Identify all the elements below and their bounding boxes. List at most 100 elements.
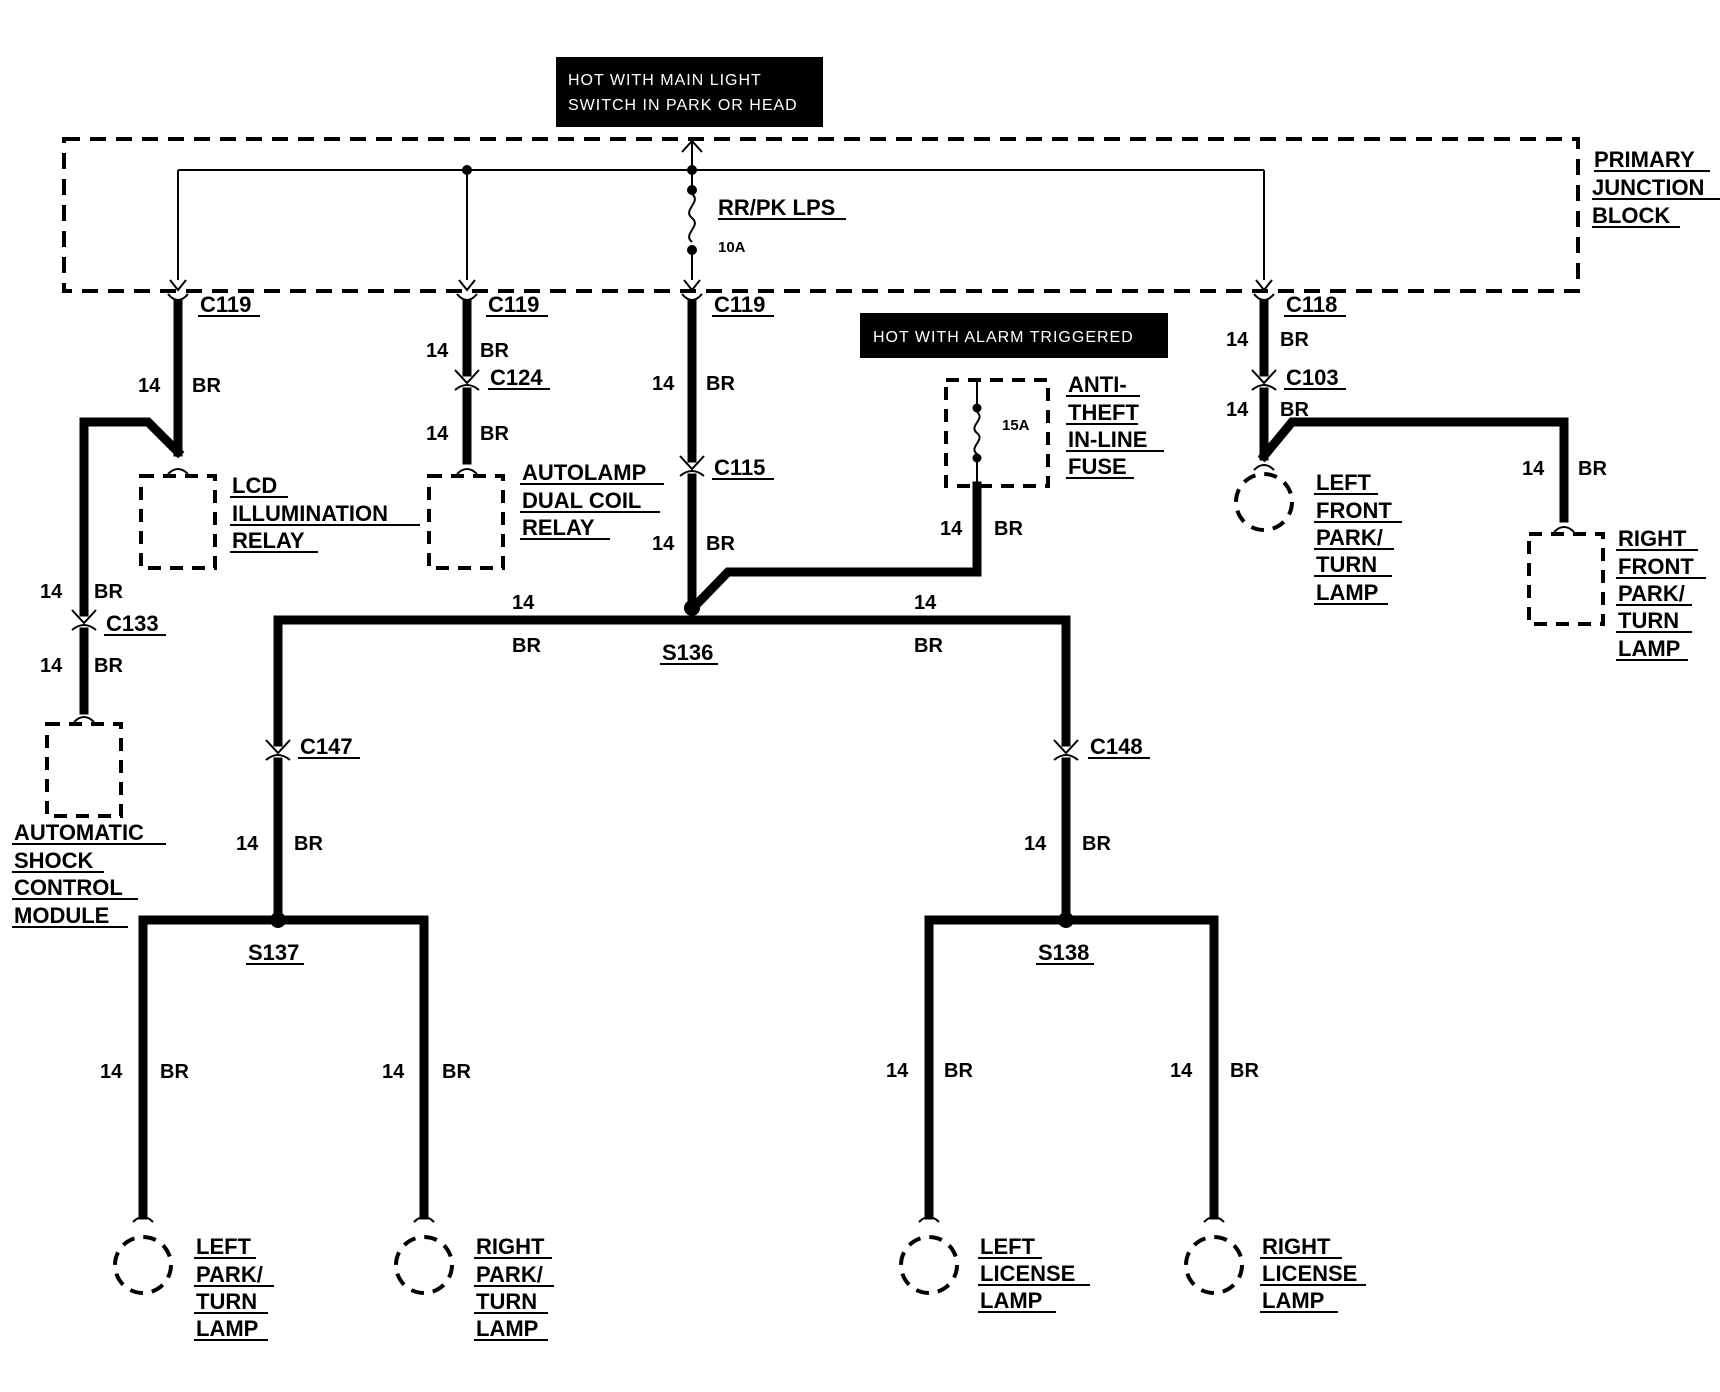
gauge-label: 14 — [652, 533, 675, 555]
connector-c119-lcd: C119 — [200, 292, 251, 317]
alarm-note-text: HOT WITH ALARM TRIGGERED — [873, 329, 1134, 346]
gauge-label: 14 — [236, 833, 259, 855]
shock-module-label-line-1: AUTOMATIC — [14, 820, 144, 845]
connector-c103: C103 — [1286, 365, 1339, 390]
pjb-label-line-1: PRIMARY — [1594, 147, 1695, 172]
splice-s136-dot — [684, 600, 700, 616]
left-front-lamp-label-line-3: PARK/ — [1316, 525, 1383, 550]
connector-c115: C115 — [714, 455, 765, 480]
autolamp-dual-coil-relay: AUTOLAMP DUAL COIL RELAY — [427, 460, 664, 570]
right-front-lamp-label-line-3: PARK/ — [1618, 581, 1685, 606]
color-label: BR — [1280, 399, 1309, 421]
autolamp-label-line-2: DUAL COIL — [522, 488, 641, 513]
inline-fuse-rating: 15A — [1002, 417, 1030, 434]
splice-s138-dot — [1058, 912, 1074, 928]
color-label: BR — [914, 635, 943, 657]
connector-c119-center: C119 — [714, 292, 765, 317]
internal-fuse-rating: 10A — [718, 239, 746, 256]
connector-c133: C133 — [106, 611, 159, 636]
color-label: BR — [94, 655, 123, 677]
left-license-lamp: LEFT LICENSE LAMP — [899, 1216, 1090, 1313]
inline-fuse-label: ANTI- THEFT IN-LINE FUSE — [1066, 372, 1164, 479]
left-license-lamp-label-line-1: LEFT — [980, 1234, 1036, 1259]
alarm-hot-note: HOT WITH ALARM TRIGGERED — [860, 313, 1168, 358]
inline-fuse-label-line-3: IN-LINE — [1068, 427, 1147, 452]
gauge-label: 14 — [382, 1061, 405, 1083]
shock-module-label-line-2: SHOCK — [14, 848, 94, 873]
splice-s137-dot — [270, 912, 286, 928]
anti-theft-inline-fuse — [944, 378, 1050, 488]
right-park-lamp-label-line-4: LAMP — [476, 1316, 538, 1341]
gauge-label: 14 — [1522, 458, 1545, 480]
right-park-turn-lamp: RIGHT PARK/ TURN LAMP — [394, 1216, 554, 1341]
right-license-lamp: RIGHT LICENSE LAMP — [1184, 1216, 1366, 1313]
internal-circuit-label: RR/PK LPS — [718, 195, 835, 220]
lcd-relay-label-line-3: RELAY — [232, 528, 305, 553]
color-label: BR — [512, 635, 541, 657]
color-label: BR — [1280, 329, 1309, 351]
lcd-relay-label-line-1: LCD — [232, 473, 277, 498]
gauge-label: 14 — [100, 1061, 123, 1083]
gauge-label: 14 — [886, 1060, 909, 1082]
right-park-lamp-label-line-3: TURN — [476, 1289, 537, 1314]
color-label: BR — [480, 340, 509, 362]
main-light-hot-note: HOT WITH MAIN LIGHT SWITCH IN PARK OR HE… — [556, 57, 823, 127]
gauge-label: 14 — [138, 375, 161, 397]
splice-labels: S136 S137 S138 — [246, 640, 1094, 965]
gauge-label: 14 — [914, 592, 937, 614]
left-park-turn-lamp: LEFT PARK/ TURN LAMP — [113, 1216, 274, 1341]
color-label: BR — [160, 1061, 189, 1083]
color-label: BR — [1230, 1060, 1259, 1082]
shock-module-label-line-4: MODULE — [14, 903, 109, 928]
splice-s138-label: S138 — [1038, 940, 1089, 965]
right-front-lamp-label-line-2: FRONT — [1618, 554, 1694, 579]
color-label: BR — [480, 423, 509, 445]
connector-c118: C118 — [1286, 292, 1337, 317]
gauge-label: 14 — [1226, 329, 1249, 351]
gauge-label: 14 — [1226, 399, 1249, 421]
gauge-label: 14 — [426, 340, 449, 362]
wire-gauge-color-labels: 14 BR 14 BR 14 BR 14 BR 14 BR 14 BR 14 B… — [40, 329, 1607, 1083]
gauge-label: 14 — [652, 373, 675, 395]
gauge-label: 14 — [426, 423, 449, 445]
connector-c147: C147 — [300, 734, 353, 759]
gauge-label: 14 — [40, 581, 63, 603]
connector-c124: C124 — [490, 365, 543, 390]
left-license-lamp-label-line-2: LICENSE — [980, 1261, 1075, 1286]
left-park-lamp-label-line-3: TURN — [196, 1289, 257, 1314]
right-license-lamp-label-line-1: RIGHT — [1262, 1234, 1331, 1259]
left-front-park-turn-lamp: LEFT FRONT PARK/ TURN LAMP — [1234, 464, 1402, 605]
splice-s136-label: S136 — [662, 640, 713, 665]
gauge-label: 14 — [1024, 833, 1047, 855]
left-park-lamp-label-line-4: LAMP — [196, 1316, 258, 1341]
right-license-lamp-label-line-2: LICENSE — [1262, 1261, 1357, 1286]
right-front-lamp-label-line-1: RIGHT — [1618, 526, 1687, 551]
connector-symbols — [71, 293, 1277, 761]
inline-fuse-label-line-2: THEFT — [1068, 400, 1139, 425]
left-park-lamp-label-line-2: PARK/ — [196, 1262, 263, 1287]
lcd-relay-label-line-2: ILLUMINATION — [232, 501, 388, 526]
automatic-shock-control-module: AUTOMATIC SHOCK CONTROL MODULE — [12, 716, 166, 928]
left-front-lamp-label-line-2: FRONT — [1316, 498, 1392, 523]
wires — [79, 299, 1569, 1220]
autolamp-label-line-3: RELAY — [522, 515, 595, 540]
gauge-label: 14 — [512, 592, 535, 614]
primary-junction-block-outline — [62, 137, 1580, 293]
color-label: BR — [944, 1060, 973, 1082]
internal-bus — [169, 139, 1273, 292]
left-park-lamp-label-line-1: LEFT — [196, 1234, 252, 1259]
right-front-lamp-label-line-4: TURN — [1618, 608, 1679, 633]
left-front-lamp-label-line-4: TURN — [1316, 552, 1377, 577]
pjb-label-line-3: BLOCK — [1592, 203, 1670, 228]
left-front-lamp-label-line-1: LEFT — [1316, 470, 1372, 495]
gauge-label: 14 — [1170, 1060, 1193, 1082]
autolamp-label-line-1: AUTOLAMP — [522, 460, 646, 485]
color-label: BR — [94, 581, 123, 603]
color-label: BR — [192, 375, 221, 397]
right-park-lamp-label-line-1: RIGHT — [476, 1234, 545, 1259]
inline-fuse-label-line-1: ANTI- — [1068, 372, 1127, 397]
color-label: BR — [706, 533, 735, 555]
color-label: BR — [706, 373, 735, 395]
splice-s137-label: S137 — [248, 940, 299, 965]
color-label: BR — [294, 833, 323, 855]
